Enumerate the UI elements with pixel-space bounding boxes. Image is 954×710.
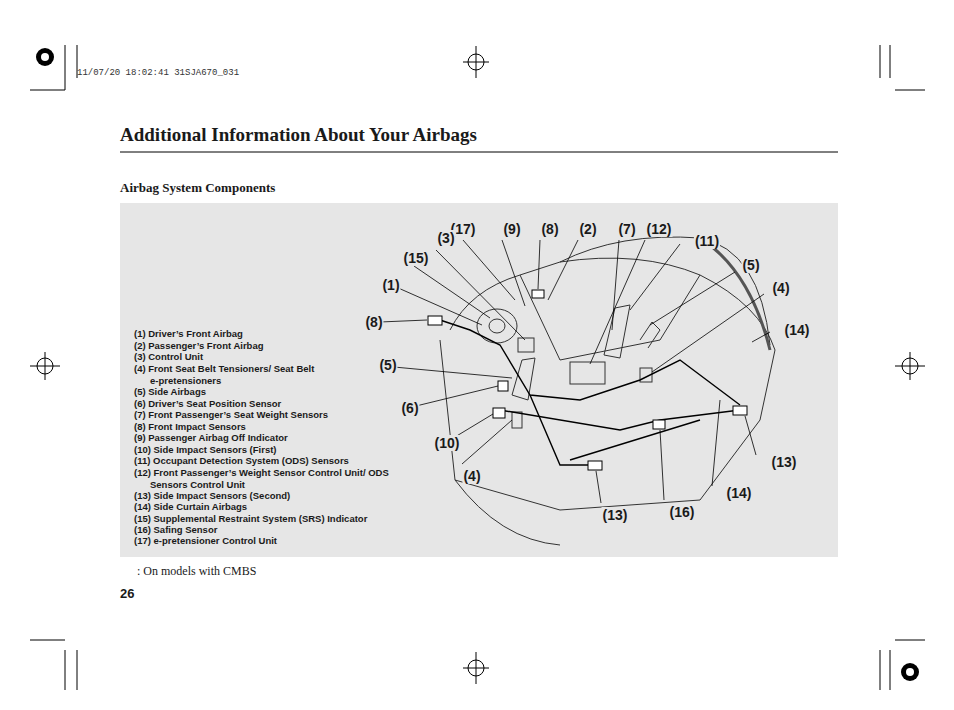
callout-number: (16) bbox=[669, 504, 696, 520]
page-number: 26 bbox=[120, 586, 134, 601]
callout-number: (5) bbox=[741, 257, 760, 273]
legend-item: (10) Side Impact Sensors (First) bbox=[134, 444, 277, 456]
legend-item: (2) Passenger’s Front Airbag bbox=[134, 340, 264, 352]
callout-number: (1) bbox=[381, 277, 400, 293]
callout-number: (15) bbox=[403, 250, 430, 266]
print-stamp: 11/07/20 18:02:41 31SJA670_031 bbox=[77, 68, 239, 78]
callout-number: (2) bbox=[578, 221, 597, 237]
legend-item: (9) Passenger Airbag Off Indicator bbox=[134, 432, 288, 444]
legend-item: (5) Side Airbags bbox=[134, 386, 206, 398]
callout-number: (12) bbox=[646, 221, 673, 237]
legend-item: (11) Occupant Detection System (ODS) Sen… bbox=[134, 455, 349, 467]
legend-item: (13) Side Impact Sensors (Second) bbox=[134, 490, 290, 502]
callout-number: (10) bbox=[434, 435, 461, 451]
legend-item: (7) Front Passenger’s Seat Weight Sensor… bbox=[134, 409, 328, 421]
legend-item: (17) e-pretensioner Control Unit bbox=[134, 535, 277, 547]
legend-item: (6) Driver’s Seat Position Sensor bbox=[134, 398, 281, 410]
page-heading: Additional Information About Your Airbag… bbox=[120, 124, 477, 146]
legend-item: (12) Front Passenger’s Weight Sensor Con… bbox=[134, 467, 425, 490]
callout-number: (14) bbox=[726, 485, 753, 501]
legend-item: (14) Side Curtain Airbags bbox=[134, 501, 247, 513]
callout-number: (13) bbox=[771, 454, 798, 470]
legend-item: (4) Front Seat Belt Tensioners/ Seat Bel… bbox=[134, 363, 325, 386]
callout-number: (3) bbox=[436, 230, 455, 246]
callout-number: (6) bbox=[400, 400, 419, 416]
legend-item: (16) Safing Sensor bbox=[134, 524, 217, 536]
callout-number: (7) bbox=[617, 221, 636, 237]
legend-item: (3) Control Unit bbox=[134, 351, 203, 363]
callout-number: (8) bbox=[364, 314, 383, 330]
legend-item: (1) Driver’s Front Airbag bbox=[134, 328, 243, 340]
callout-number: (8) bbox=[540, 221, 559, 237]
callout-number: (9) bbox=[502, 221, 521, 237]
callout-number: (14) bbox=[784, 322, 811, 338]
legend-item: (15) Supplemental Restraint System (SRS)… bbox=[134, 513, 367, 525]
callout-number: (11) bbox=[694, 233, 720, 249]
section-heading: Airbag System Components bbox=[120, 180, 275, 196]
callout-number: (4) bbox=[771, 280, 790, 296]
callout-number: (4) bbox=[462, 468, 481, 484]
legend-item: (8) Front Impact Sensors bbox=[134, 421, 246, 433]
callout-number: (13) bbox=[602, 507, 629, 523]
footnote: : On models with CMBS bbox=[137, 564, 256, 579]
callout-number: (5) bbox=[378, 357, 397, 373]
